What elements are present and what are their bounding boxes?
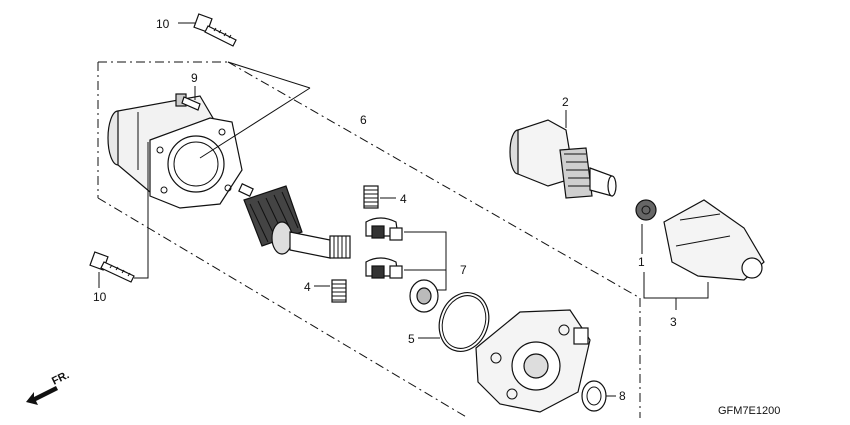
brush-spring-bottom	[314, 279, 347, 303]
callout-4-bottom: 4	[304, 280, 311, 294]
callout-1: 1	[638, 255, 645, 269]
flange-bolt-left	[89, 142, 149, 288]
front-direction-label: FR.	[50, 369, 71, 388]
callout-3: 3	[670, 315, 677, 329]
o-ring	[418, 292, 490, 352]
callout-4-top: 4	[400, 192, 407, 206]
callout-5: 5	[408, 332, 415, 346]
screw	[175, 86, 201, 111]
clutch-cover	[663, 199, 765, 281]
bushing	[635, 199, 657, 254]
callout-7: 7	[460, 263, 467, 277]
bearing	[409, 279, 439, 313]
washer	[581, 380, 616, 412]
leader-line	[199, 87, 311, 159]
front-direction-arrow: FR.	[26, 369, 71, 405]
callout-2: 2	[562, 95, 569, 109]
armature	[238, 183, 351, 259]
motor-case	[107, 95, 243, 209]
brush-set	[365, 217, 447, 291]
callout-6: 6	[360, 113, 367, 127]
callout-10-left: 10	[93, 290, 107, 304]
callout-9: 9	[191, 71, 198, 85]
callout-10-top: 10	[156, 17, 170, 31]
front-cover	[475, 309, 591, 413]
brush-spring-top	[363, 185, 396, 209]
assembly-bracket-3	[643, 272, 709, 310]
leader-line	[227, 61, 311, 89]
starter-clutch	[509, 110, 617, 199]
assembly-group-boundary	[97, 61, 641, 419]
figure-code: GFM7E1200	[718, 405, 780, 417]
flange-bolt-top	[178, 13, 237, 47]
callout-8: 8	[619, 389, 626, 403]
